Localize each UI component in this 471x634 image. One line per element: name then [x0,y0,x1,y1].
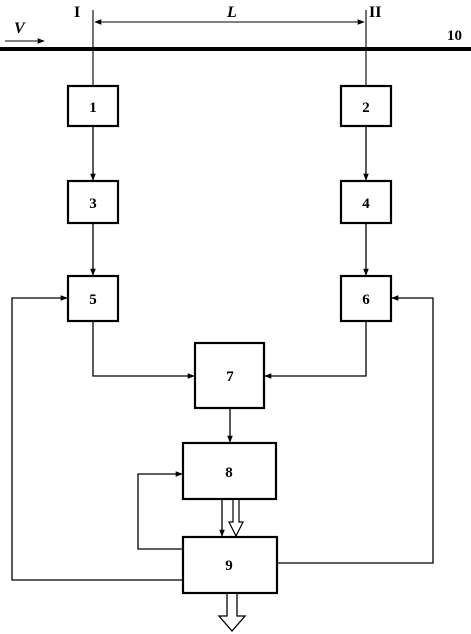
block-3-label: 3 [89,196,97,212]
block-4-label: 4 [362,196,370,212]
block-2 [339,84,393,128]
block-9-label: 9 [225,558,233,574]
section-label-left: I [74,4,80,21]
block-9 [181,535,279,595]
output-arrow [217,594,247,632]
velocity-label: V [14,20,26,37]
block-8-label: 8 [225,465,233,481]
arrow-6-to-7 [264,322,367,379]
block-7 [193,341,266,410]
feedback-9-to-5 [11,295,183,581]
block-6 [339,274,393,323]
line-label: 10 [447,28,462,44]
block-5-label: 5 [89,292,97,308]
block-6-label: 6 [362,292,370,308]
section-label-right: II [369,4,381,21]
block-8 [181,441,278,501]
block-4 [339,179,393,225]
main-line [0,47,471,51]
block-2-label: 2 [362,100,370,116]
block-1-label: 1 [89,100,97,116]
block-1 [66,84,120,128]
block-5 [66,274,120,323]
double-arrow-8-to-9 [228,500,244,538]
feedback-9-to-6 [277,295,434,564]
distance-label: L [226,4,237,21]
arrow-5-to-7 [92,322,195,379]
feedback-9-to-8 [137,471,183,550]
block-3 [66,179,120,225]
block-7-label: 7 [226,369,234,385]
